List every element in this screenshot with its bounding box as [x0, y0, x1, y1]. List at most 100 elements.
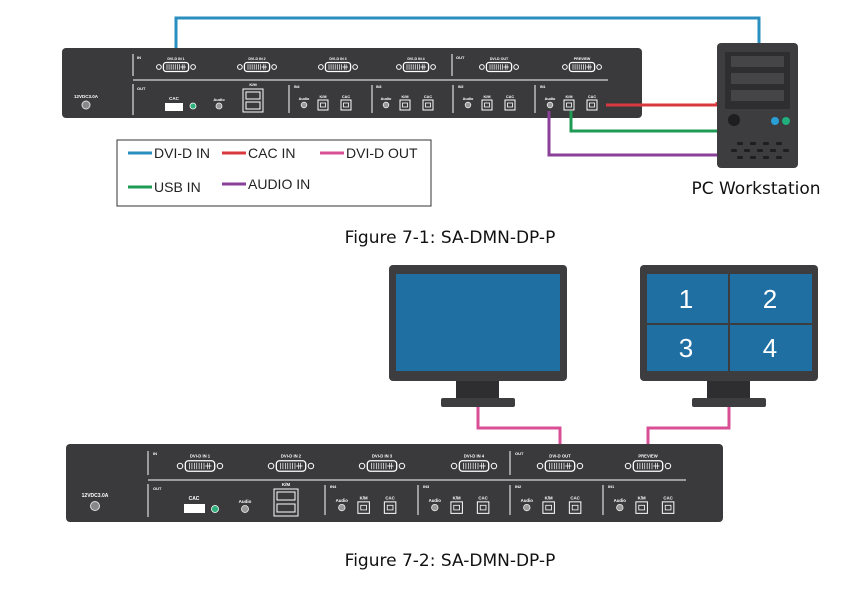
figure-caption-1: Figure 7-1: SA-DMN-DP-P — [345, 228, 556, 248]
monitor-base — [692, 398, 766, 407]
legend-label: DVI-D IN — [154, 145, 210, 161]
cac-usb-b-port[interactable] — [340, 99, 352, 111]
cac-usb-b-port[interactable] — [586, 99, 598, 111]
legend-label: CAC IN — [248, 145, 295, 161]
cac-usb-b-port[interactable] — [568, 501, 582, 514]
audio-in-label: Audio — [545, 97, 556, 101]
vent-icon — [731, 142, 789, 159]
km-usb-b-port[interactable] — [317, 99, 329, 111]
audio-out-label: Audio — [239, 499, 252, 504]
audio-in-jack[interactable] — [464, 101, 472, 109]
usb-b-icon — [453, 504, 460, 511]
screw-icon — [396, 64, 402, 70]
audio-in-label: Audio — [381, 97, 392, 101]
km-usb-b-port[interactable] — [357, 501, 370, 514]
audio-in-label: Audio — [429, 498, 442, 503]
audio-in-jack[interactable] — [338, 503, 346, 512]
dvi-in-port-3[interactable]: DVI-D IN 3 — [358, 454, 406, 472]
km-usb-a-port-2[interactable] — [276, 503, 296, 513]
audio-in-jack[interactable] — [431, 503, 439, 512]
dvi-port-label: DVI-D IN 1 — [190, 454, 211, 459]
km-usb-a-port-1[interactable] — [276, 491, 296, 501]
preview-port[interactable]: PREVIEW — [562, 57, 602, 73]
dvi-port-label: DVI-D IN 1 — [167, 57, 184, 61]
dvi-in-port-1[interactable]: DVI-D IN 1 — [156, 57, 196, 73]
legend-item: USB IN — [128, 179, 201, 195]
preview-port[interactable]: PREVIEW — [624, 454, 672, 472]
cac-in-label: CAC — [385, 496, 395, 501]
usb-b-icon — [507, 102, 513, 108]
dvi-in-port-3[interactable]: DVI-D IN 3 — [318, 57, 358, 73]
dvi-out-port[interactable]: DVI-D OUT — [479, 57, 519, 73]
cable-dvi-in — [174, 16, 761, 52]
monitor-screen — [396, 274, 560, 371]
cac-label: CAC — [189, 496, 200, 502]
usb-b-icon — [566, 102, 572, 108]
usb-b-icon — [386, 504, 394, 511]
cac-in-label: CAC — [506, 95, 514, 99]
cac-usb-b-port[interactable] — [504, 99, 516, 111]
km-usb-b-port[interactable] — [450, 501, 463, 514]
quad-pane-2 — [730, 274, 812, 323]
dvi-in-port-2[interactable]: DVI-D IN 2 — [267, 454, 315, 472]
out-section-label: OUT — [153, 486, 162, 491]
audio-in-jack[interactable] — [616, 503, 624, 512]
status-led-icon — [189, 102, 197, 110]
km-in-label: K/M — [453, 496, 461, 501]
cac-usb-a-port[interactable] — [165, 103, 183, 111]
screw-icon — [190, 64, 196, 70]
km-usb-a-port-2[interactable] — [245, 101, 261, 110]
km-usb-b-port[interactable] — [542, 501, 555, 514]
usb-b-icon — [360, 504, 367, 511]
usb-b-icon — [425, 102, 431, 108]
usb-b-icon — [320, 102, 326, 108]
dvi-in-port-2[interactable]: DVI-D IN 2 — [237, 57, 277, 73]
screw-icon — [576, 462, 584, 470]
screw-icon — [352, 64, 358, 70]
cac-usb-b-port[interactable] — [383, 501, 397, 514]
km-usb-b-port[interactable] — [399, 99, 411, 111]
km-label: K/M — [282, 482, 291, 487]
km-in-label: K/M — [545, 496, 553, 501]
audio-in-jack[interactable] — [523, 503, 531, 512]
audio-out-jack[interactable] — [215, 102, 223, 110]
channel-label: IN3 — [376, 85, 382, 89]
screw-icon — [450, 462, 458, 470]
audio-in-label: Audio — [336, 498, 349, 503]
usb-b-icon — [664, 504, 672, 511]
monitor-base — [441, 398, 515, 407]
channel-label: IN2 — [458, 85, 464, 89]
audio-in-jack[interactable] — [382, 101, 390, 109]
preview-monitor: 1 2 3 4 — [640, 265, 818, 407]
km-usb-b-port[interactable] — [635, 501, 648, 514]
channel-label: IN3 — [423, 484, 430, 489]
dvi-port-label: DVI-D IN 3 — [372, 454, 393, 459]
dvi-port-label: DVI-D IN 2 — [281, 454, 302, 459]
km-usb-a-port-1[interactable] — [245, 91, 261, 100]
quad-pane-4 — [730, 325, 812, 371]
km-in-label: K/M — [320, 95, 327, 99]
cac-usb-b-port[interactable] — [661, 501, 675, 514]
dvi-port-group: DVI-D IN 1 DVI-D IN 2 DVI-D IN 3 DVI-D IN 4… — [156, 57, 602, 73]
power-label: 12VDC3.0A — [82, 493, 109, 499]
audio-in-jack[interactable] — [300, 101, 308, 109]
usb-b-icon — [545, 504, 552, 511]
cac-usb-b-port[interactable] — [422, 99, 434, 111]
cac-usb-b-port[interactable] — [476, 501, 490, 514]
audio-in-label: Audio — [521, 498, 534, 503]
audio-out-jack[interactable] — [241, 505, 249, 513]
dvi-out-port[interactable]: DVI-D OUT — [536, 454, 584, 472]
dvi-in-port-1[interactable]: DVI-D IN 1 — [176, 454, 224, 472]
dvi-in-port-4[interactable]: DVI-D IN 4 — [396, 57, 436, 73]
status-led-icon — [211, 505, 219, 513]
audio-in-jack[interactable] — [546, 101, 554, 109]
legend-item: DVI-D IN — [128, 145, 210, 161]
cac-usb-a-port[interactable] — [184, 504, 205, 513]
dvi-in-port-4[interactable]: DVI-D IN 4 — [450, 454, 498, 472]
km-usb-b-port[interactable] — [481, 99, 493, 111]
km-usb-b-port[interactable] — [563, 99, 575, 111]
usb-b-icon — [479, 504, 487, 511]
